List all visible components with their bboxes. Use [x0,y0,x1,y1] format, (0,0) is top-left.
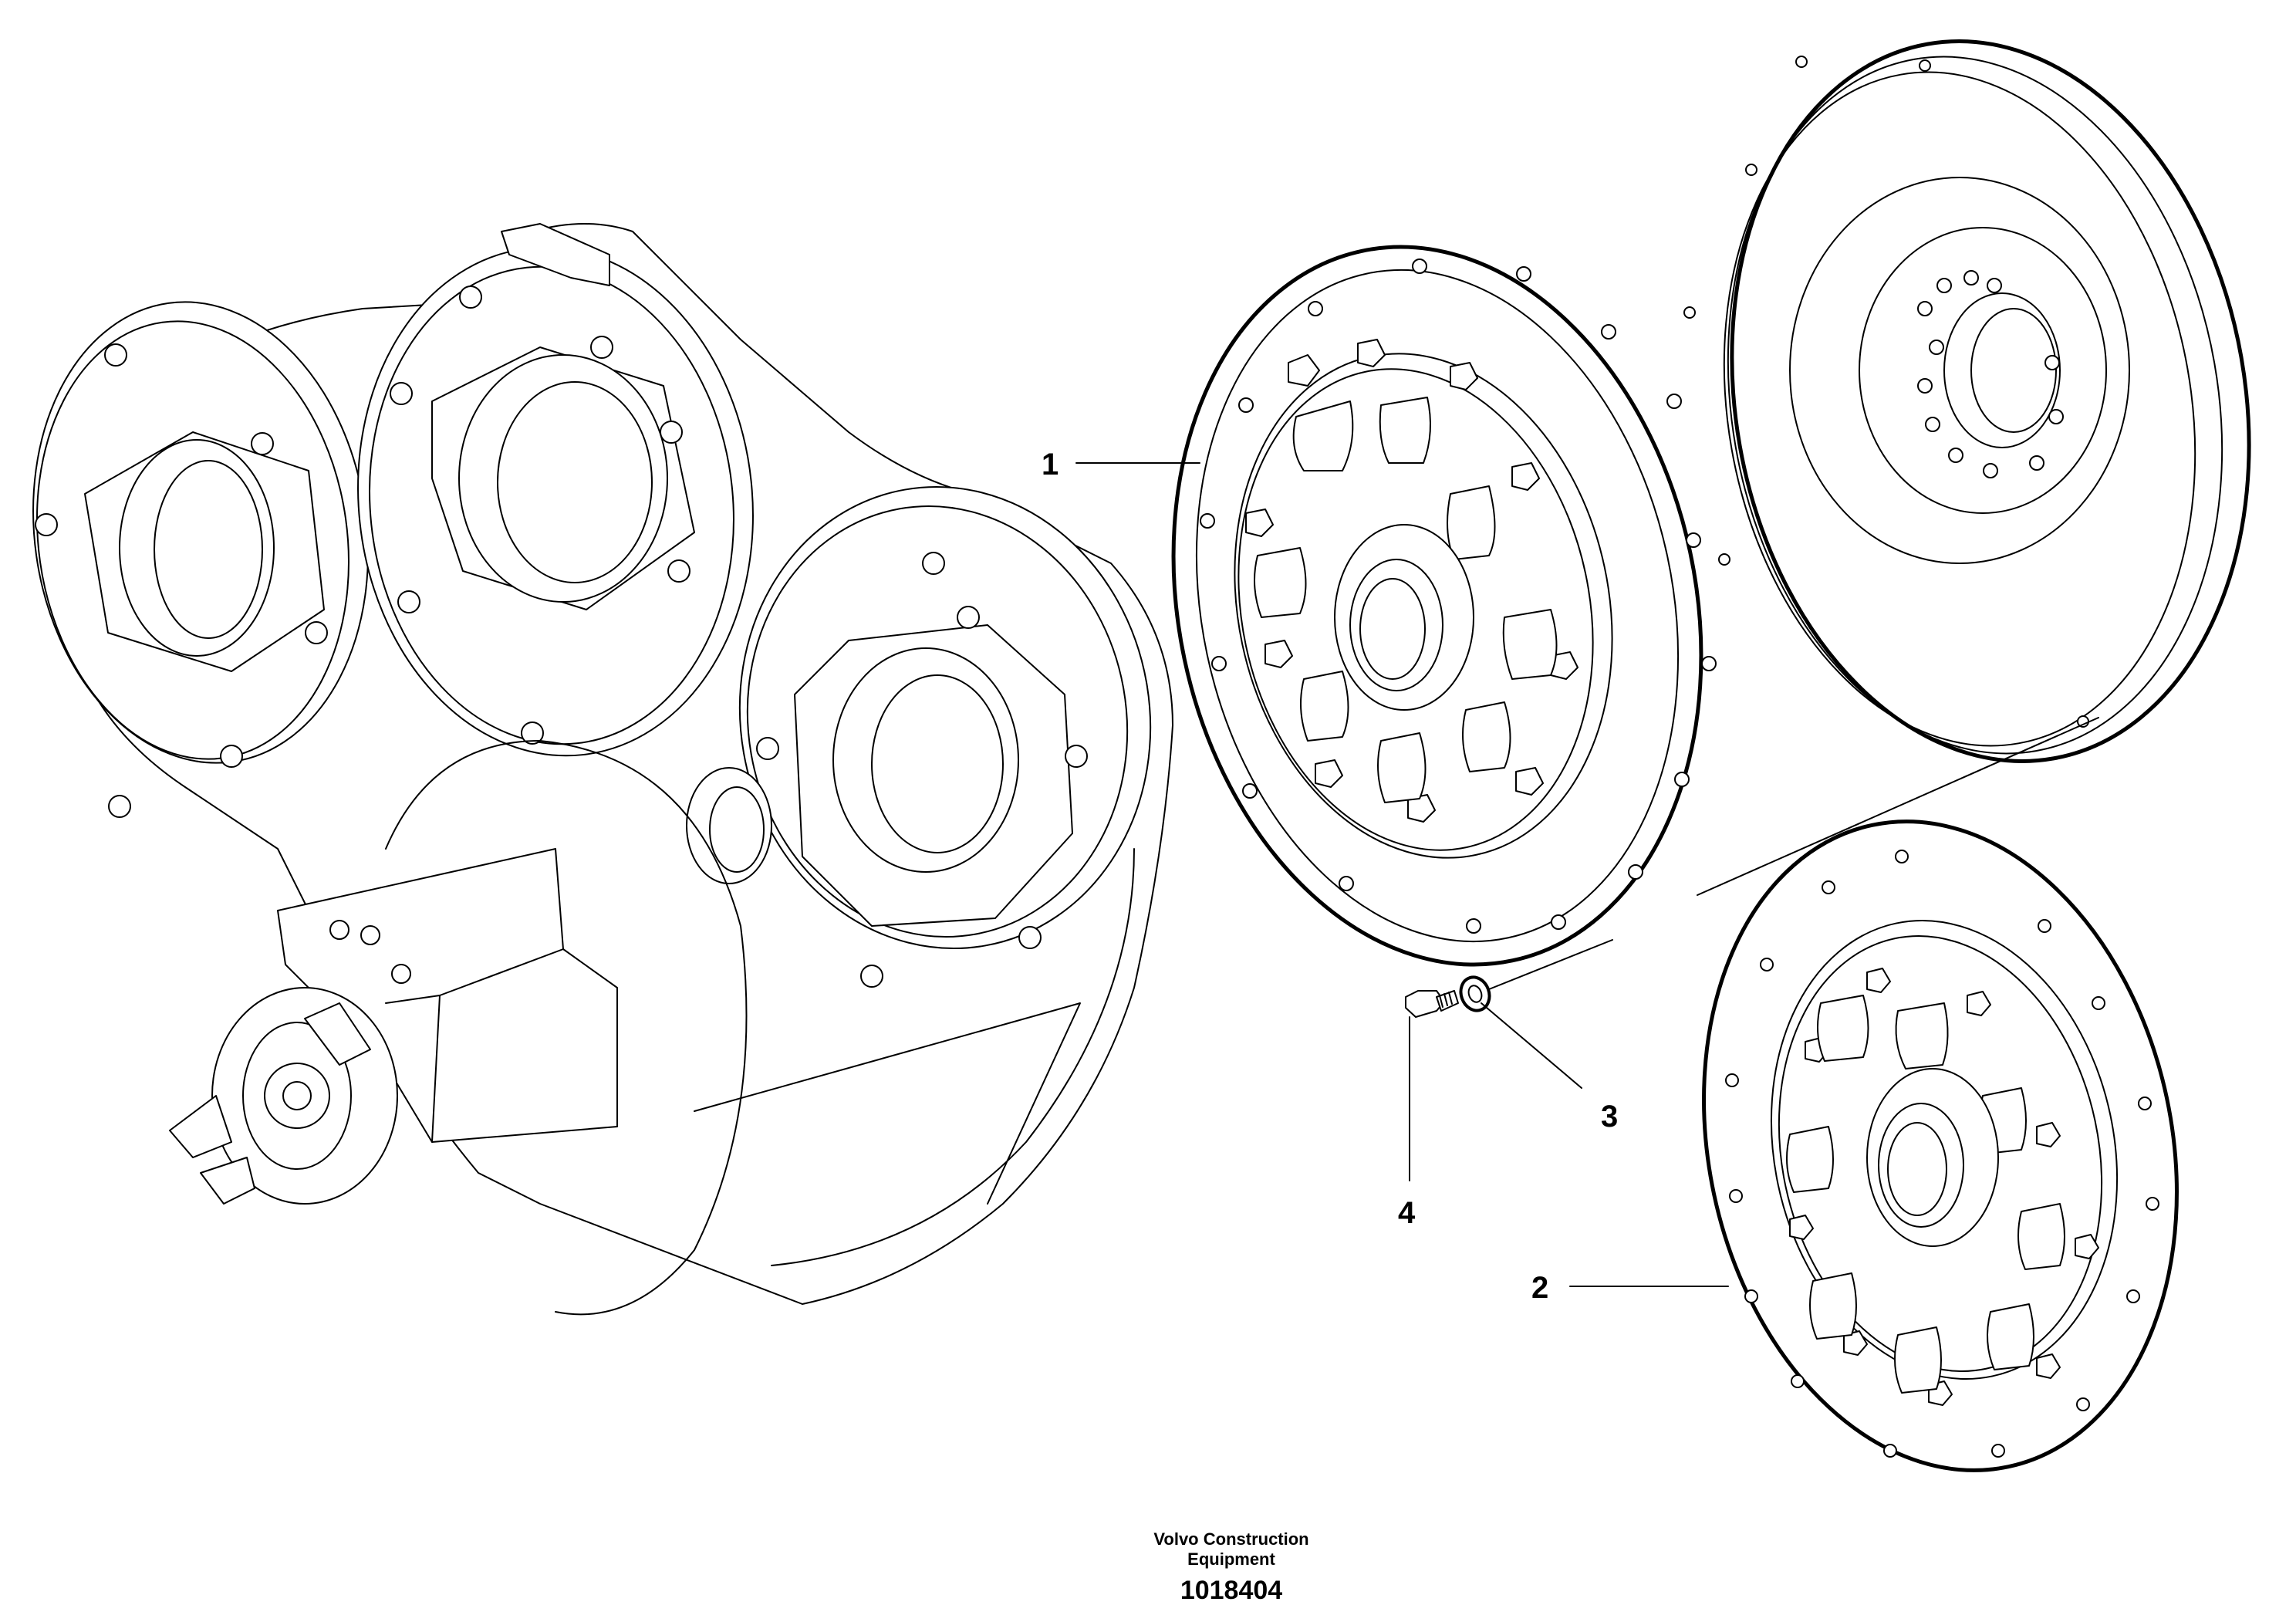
callout-1: 1 [1042,448,1059,482]
flex-plate-part-2 [1702,819,2179,1472]
leader-lines [1075,462,1729,1287]
company-name-line2: Equipment [1187,1549,1275,1569]
callout-3: 3 [1601,1100,1618,1134]
flywheel [1683,39,2251,896]
company-name-line1: Volvo Construction [1153,1529,1308,1549]
transmission-housing [32,223,1173,1316]
flex-plate-part-1 [1171,245,1717,967]
bolt-part-4 [1405,990,1459,1018]
callout-4: 4 [1398,1196,1416,1230]
callout-2: 2 [1531,1271,1548,1305]
washer-part-3 [1459,939,1613,1012]
drawing-number: 1018404 [1180,1576,1282,1605]
